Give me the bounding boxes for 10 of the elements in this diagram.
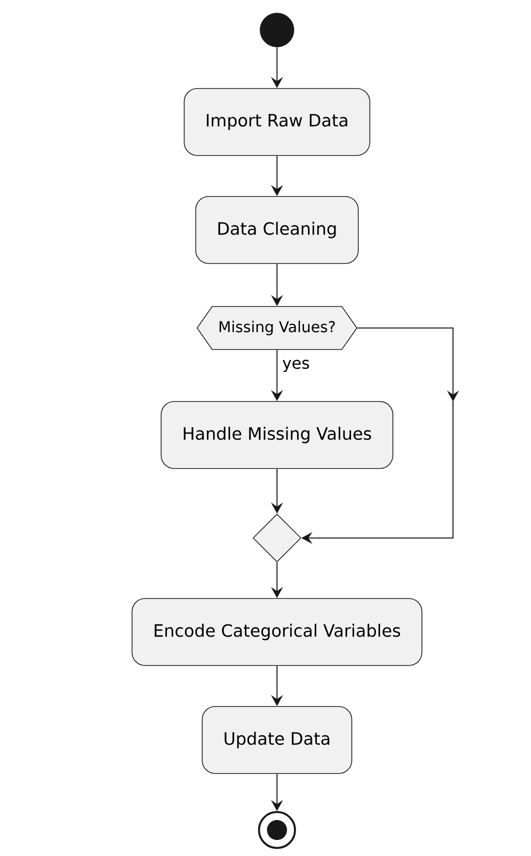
action-box: Handle Missing Values <box>160 401 394 469</box>
decision-hexagon: Missing Values? <box>196 306 358 350</box>
merge-diamond <box>252 514 302 562</box>
action-box: Import Raw Data <box>184 88 370 156</box>
action-box: Data Cleaning <box>195 196 359 264</box>
action-box: Encode Categorical Variables <box>132 598 422 666</box>
end-circle <box>258 811 296 849</box>
action-box: Update Data <box>202 706 352 774</box>
edge-label: yes <box>281 358 311 374</box>
start-circle <box>260 12 294 48</box>
